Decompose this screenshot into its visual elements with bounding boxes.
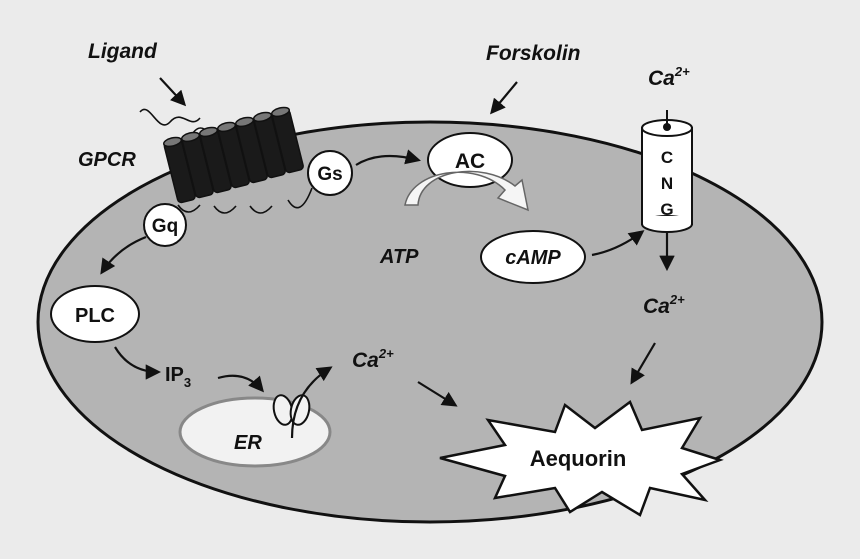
gpcr-tail (139, 108, 201, 126)
gpcr-receptor-icon (162, 106, 304, 204)
gs-node (307, 150, 353, 196)
ip3-label: IP3 (165, 364, 191, 390)
cng-letter-c: C (661, 148, 673, 167)
ligand-arrow (159, 77, 187, 107)
gq-label: Gq (152, 216, 178, 237)
ac-label: AC (455, 150, 485, 173)
forskolin-arrow (490, 81, 518, 115)
ca-er-released-label: Ca2+ (352, 346, 394, 372)
ca-cng-to-aequorin-arrow (630, 342, 656, 385)
gq-node (143, 203, 187, 247)
pathway-arrows (100, 77, 675, 439)
aequorin-burst (439, 400, 724, 517)
plc-node (50, 285, 140, 343)
gq-to-plc-arrow (100, 235, 147, 275)
gpcr-label: GPCR (78, 149, 136, 171)
camp-to-cng-arrow (591, 230, 645, 257)
ca-intracellular-label: Ca2+ (643, 292, 685, 318)
ip3-receptor-icon (272, 394, 311, 426)
cng-letter-g: G (660, 200, 673, 219)
atp-camp-conversion-arrow (404, 170, 530, 212)
camp-label: cAMP (505, 247, 561, 269)
plc-to-ip3-arrow (114, 346, 162, 380)
er-label: ER (234, 432, 262, 454)
atp-label: ATP (379, 246, 419, 268)
ca-to-aequorin-arrow (417, 381, 458, 407)
er-ca-release-arrow (290, 366, 333, 439)
aequorin-label: Aequorin (530, 446, 627, 471)
ip3-to-er-arrow (217, 374, 264, 393)
forskolin-label: Forskolin (486, 42, 581, 65)
plc-label: PLC (75, 305, 115, 327)
cng-channel-icon (641, 110, 693, 233)
ligand-label: Ligand (88, 40, 158, 63)
gs-label: Gs (317, 164, 342, 185)
gpcr-loops (177, 187, 313, 214)
cng-letter-n: N (661, 174, 673, 193)
camp-node (480, 230, 586, 284)
ca-external-label: Ca2+ (648, 64, 690, 90)
gs-to-ac-arrow (355, 149, 421, 166)
